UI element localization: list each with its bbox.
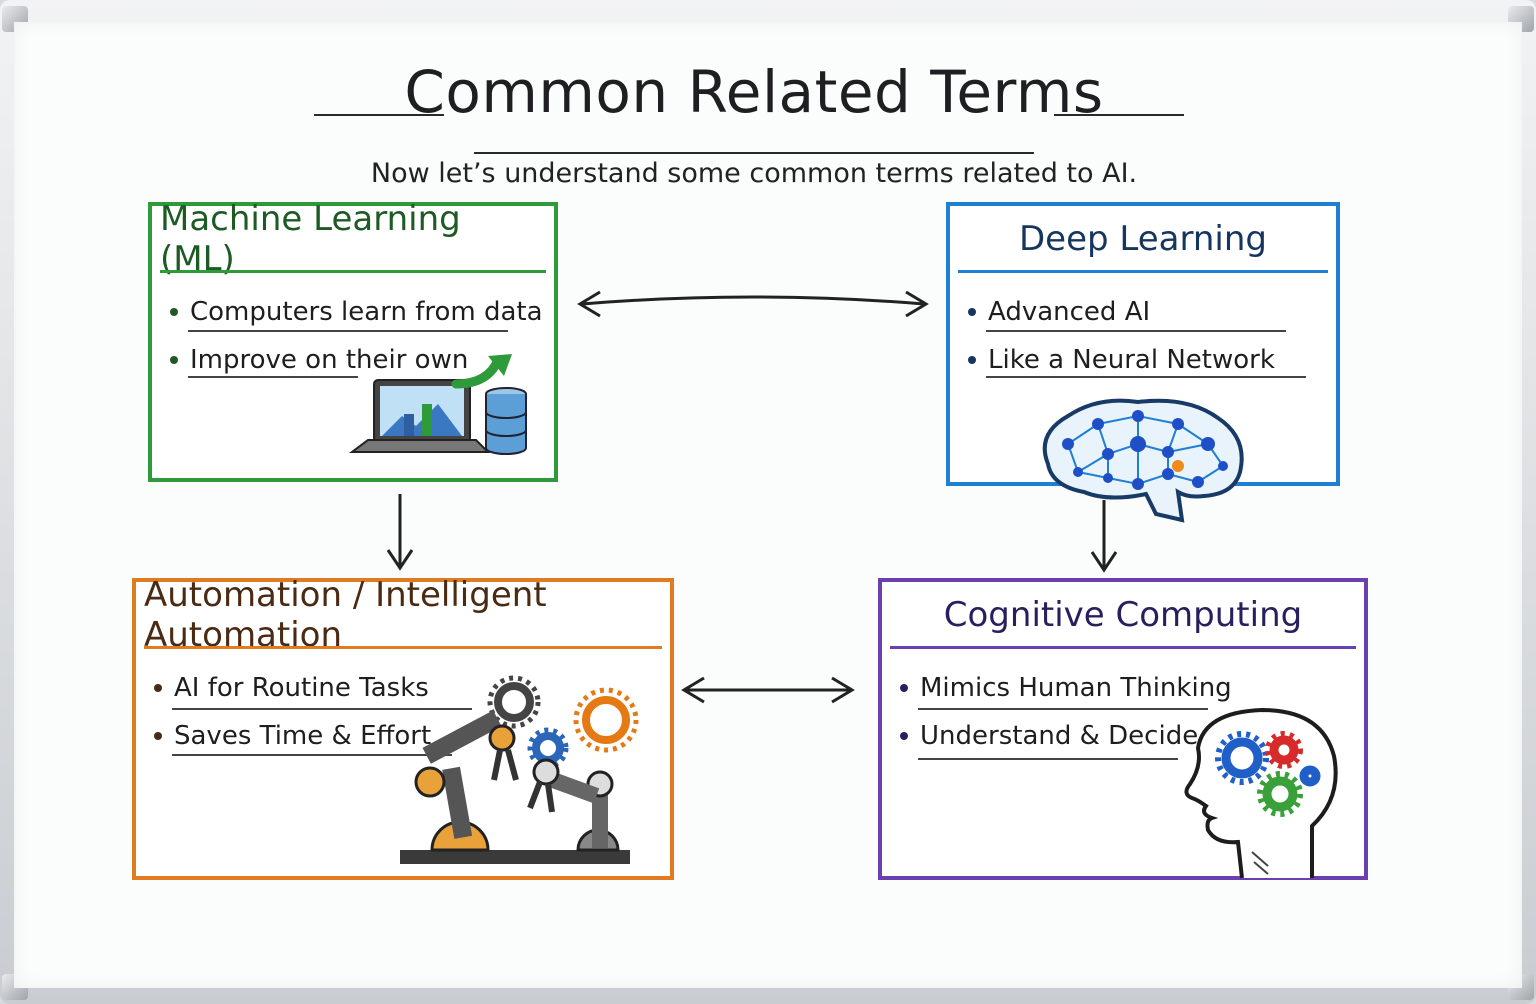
bullet-text: Like a Neural Network <box>988 345 1275 375</box>
title-line-left <box>314 114 444 116</box>
card-title-cognitive-computing: Cognitive Computing <box>943 595 1303 635</box>
card-title-line <box>144 646 662 649</box>
bullet-underline <box>986 330 1286 332</box>
page-title: Common Related Terms <box>404 58 1104 126</box>
arrow-down-dl-cog <box>1090 500 1118 573</box>
bullet-dot <box>154 684 162 692</box>
robot-arms-gears-icon <box>400 675 639 864</box>
bullet-dot <box>968 356 976 364</box>
arrow-down-ml-auto <box>386 494 414 571</box>
bullet-underline <box>172 708 472 710</box>
bullet-item: Like a Neural Network <box>968 336 1275 384</box>
card-title-line <box>160 270 546 273</box>
card-title-line <box>958 270 1328 273</box>
bullet-dot <box>900 684 908 692</box>
card-machine-learning: Machine Learning (ML) Computers learn fr… <box>148 199 558 482</box>
bullet-list: Advanced AI Like a Neural Network <box>968 288 1275 384</box>
bullet-item: Saves Time & Effort <box>154 712 431 760</box>
bullet-text: Mimics Human Thinking <box>920 673 1232 703</box>
neural-brain-icon <box>1042 398 1244 523</box>
double-arrow-auto-cog <box>681 676 855 704</box>
bullet-item: Understand & Decide <box>900 712 1232 760</box>
bullet-list: Mimics Human Thinking Understand & Decid… <box>900 664 1232 760</box>
bullet-underline <box>918 708 1208 710</box>
bullet-underline <box>918 758 1178 760</box>
bullet-item: Advanced AI <box>968 288 1275 336</box>
bullet-item: Mimics Human Thinking <box>900 664 1232 712</box>
card-deep-learning: Deep Learning Advanced AI Like a Neural … <box>946 202 1340 523</box>
bullet-text: Advanced AI <box>988 297 1151 327</box>
bullet-item: Improve on their own <box>170 336 543 384</box>
bullet-underline <box>986 376 1306 378</box>
bullet-underline <box>188 330 508 332</box>
whiteboard-surface: Common Related Terms Now let’s understan… <box>14 22 1522 988</box>
bullet-text: Improve on their own <box>190 345 469 375</box>
card-title-machine-learning: Machine Learning (ML) <box>160 199 461 279</box>
card-cognitive-computing: Cognitive Computing Mimics Human Thinkin… <box>878 578 1368 880</box>
bullet-dot <box>900 732 908 740</box>
bullet-underline <box>172 754 452 756</box>
page-subtitle: Now let’s understand some common terms r… <box>370 158 1138 189</box>
bullet-text: Understand & Decide <box>920 721 1199 751</box>
card-title-deep-learning: Deep Learning <box>1018 219 1267 259</box>
card-title-line <box>890 646 1356 649</box>
bullet-dot <box>170 356 178 364</box>
bullet-item: Computers learn from data <box>170 288 543 336</box>
bullet-text: Saves Time & Effort <box>174 721 432 751</box>
laptop-chart-database-icon <box>349 354 527 455</box>
bullet-text: AI for Routine Tasks <box>174 673 429 703</box>
title-line-right <box>1054 114 1184 116</box>
bullet-list: AI for Routine Tasks Saves Time & Effort <box>154 664 431 760</box>
bullet-list: Computers learn from data Improve on the… <box>170 288 543 384</box>
head-gears-icon <box>1184 707 1338 878</box>
bullet-dot <box>170 308 178 316</box>
bullet-dot <box>968 308 976 316</box>
bullet-text: Computers learn from data <box>190 297 543 327</box>
card-title-automation: Automation / Intelligent Automation <box>144 575 547 655</box>
double-arrow-ml-dl <box>577 290 929 318</box>
bullet-dot <box>154 732 162 740</box>
bullet-underline <box>188 376 358 378</box>
bullet-item: AI for Routine Tasks <box>154 664 431 712</box>
title-underline <box>474 152 1034 154</box>
card-automation: Automation / Intelligent Automation AI f… <box>132 575 674 880</box>
title-block: Common Related Terms <box>314 58 1194 154</box>
